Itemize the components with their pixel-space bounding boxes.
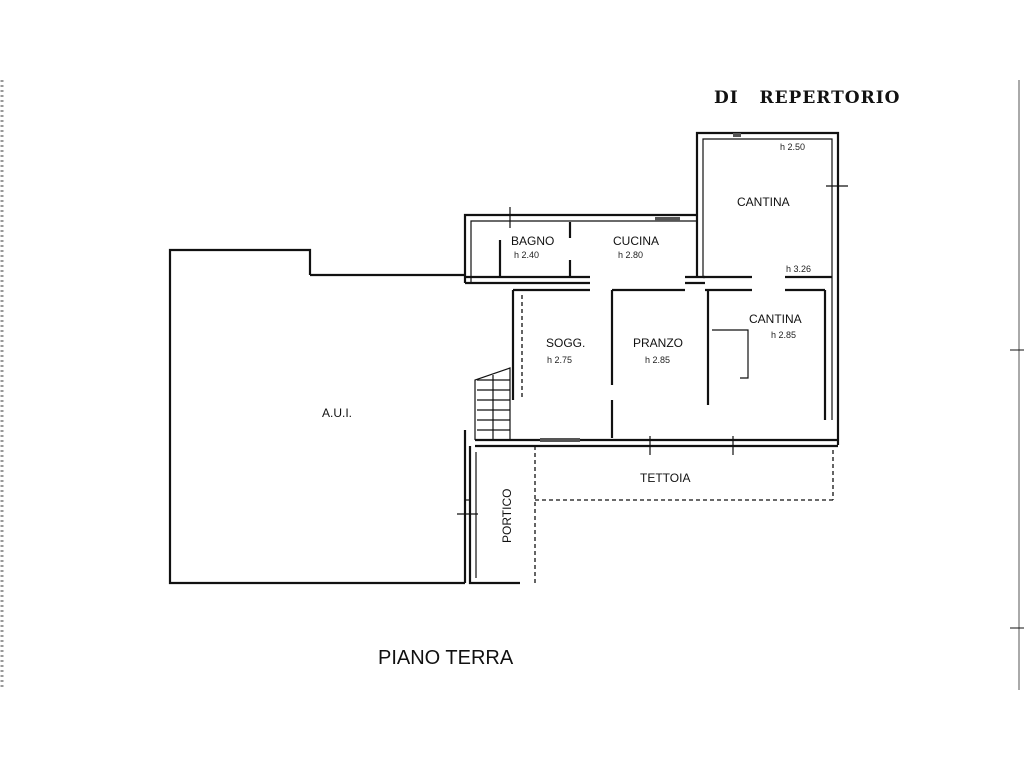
walls-bagno-cucina: [463, 207, 705, 285]
walls-cantina-top: [695, 131, 848, 445]
room-height-pranzo: h 2.85: [645, 355, 670, 365]
room-label-tettoia: TETTOIA: [640, 471, 690, 485]
room-label-cantina-top: CANTINA: [737, 195, 790, 209]
room-height-sogg: h 2.75: [547, 355, 572, 365]
room-height-bagno: h 2.40: [514, 250, 539, 260]
stair: [474, 367, 511, 440]
portico-tettoia: [457, 446, 834, 585]
room-label-pranzo: PRANZO: [633, 336, 683, 350]
room-label-sogg: SOGG.: [546, 336, 585, 350]
room-height-cucina: h 2.80: [618, 250, 643, 260]
room-label-aui: A.U.I.: [322, 406, 352, 420]
room-label-portico: PORTICO: [500, 489, 514, 543]
room-height-cantina-top-a: h 2.50: [780, 142, 805, 152]
room-label-cucina: CUCINA: [613, 234, 659, 248]
room-label-cantina-bottom: CANTINA: [749, 312, 802, 326]
room-height-cantina-bottom: h 2.85: [771, 330, 796, 340]
room-label-bagno: BAGNO: [511, 234, 554, 248]
aui-outline: [168, 248, 470, 585]
room-height-cantina-top-b: h 3.26: [786, 264, 811, 274]
floor-title: PIANO TERRA: [378, 647, 514, 669]
header-text: DI REPERTORIO: [714, 88, 900, 108]
